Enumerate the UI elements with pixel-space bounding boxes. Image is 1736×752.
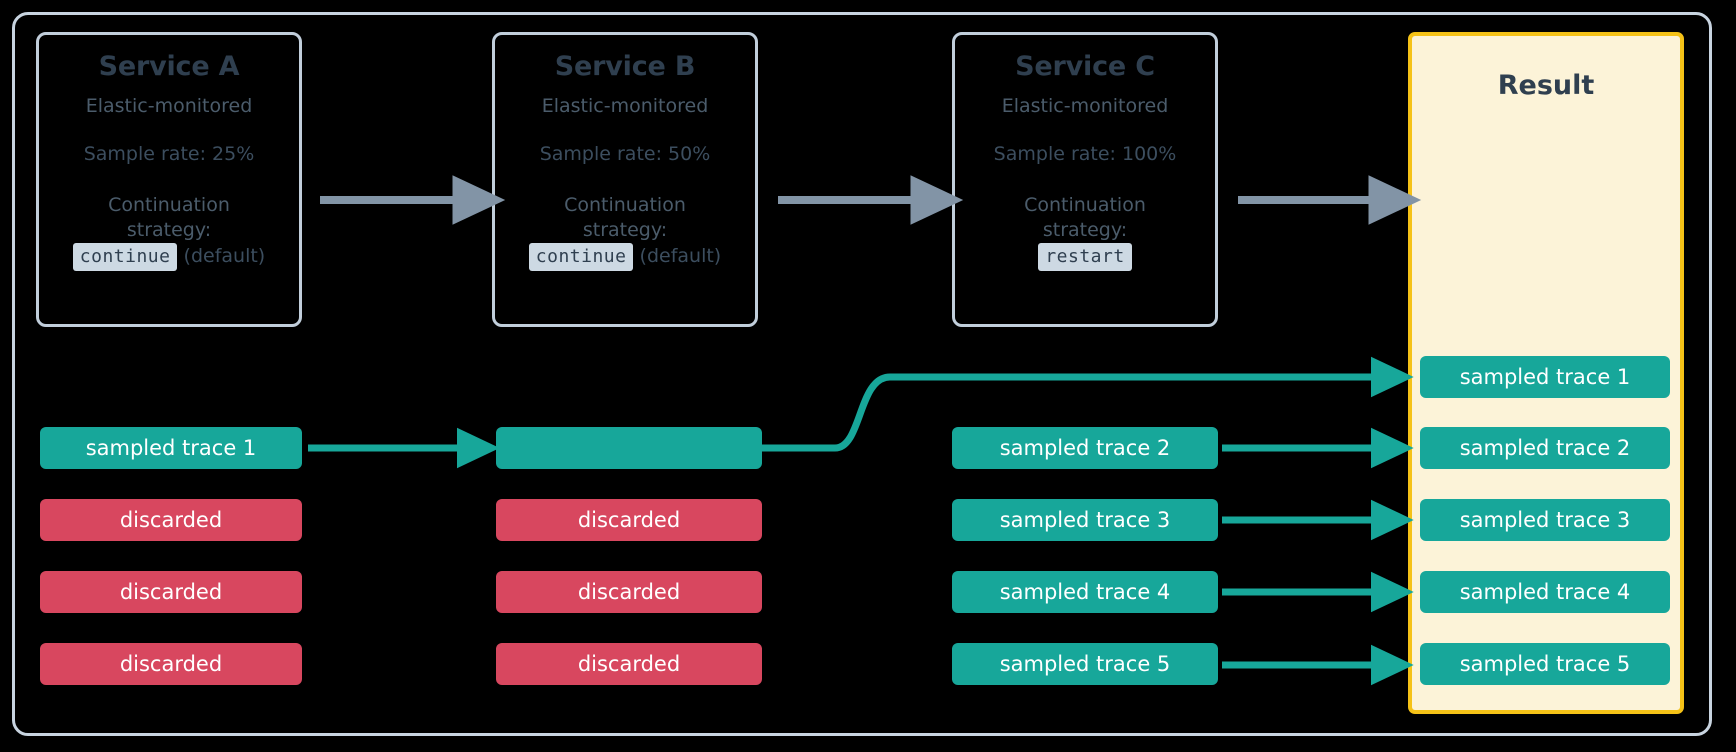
- trace-bar-a-1: sampled trace 1: [40, 427, 302, 469]
- trace-bar-result-4: sampled trace 4: [1420, 571, 1670, 613]
- outer-frame: [12, 12, 1712, 736]
- service-box-c: Service C Elastic-monitored Sample rate:…: [952, 32, 1218, 327]
- trace-bar-a-4: discarded: [40, 643, 302, 685]
- service-c-strategy-line: restart: [955, 243, 1215, 272]
- service-b-sample-rate: Sample rate: 50%: [539, 143, 711, 166]
- service-c-strategy-label-line1: Continuation: [1024, 193, 1146, 216]
- trace-bar-c-4: sampled trace 5: [952, 643, 1218, 685]
- service-box-a: Service A Elastic-monitored Sample rate:…: [36, 32, 302, 327]
- service-b-strategy-note: (default): [639, 245, 722, 268]
- trace-bar-result-2: sampled trace 2: [1420, 427, 1670, 469]
- service-a-strategy-label-line1: Continuation: [108, 193, 230, 216]
- trace-bar-b-4: discarded: [496, 643, 762, 685]
- service-b-subtitle: Elastic-monitored: [541, 95, 709, 118]
- service-b-strategy-badge: continue: [528, 243, 634, 272]
- service-b-strategy-label-line1: Continuation: [564, 193, 686, 216]
- trace-bar-a-2: discarded: [40, 499, 302, 541]
- trace-bar-result-1: sampled trace 1: [1420, 356, 1670, 398]
- service-a-strategy-note: (default): [183, 245, 266, 268]
- service-c-strategy-label-line2: strategy:: [1042, 219, 1128, 242]
- trace-bar-b-3: discarded: [496, 571, 762, 613]
- service-a-sample-rate: Sample rate: 25%: [83, 143, 255, 166]
- service-a-subtitle: Elastic-monitored: [85, 95, 253, 118]
- service-a-title: Service A: [98, 51, 240, 82]
- service-a-strategy-line: continue (default): [39, 243, 299, 272]
- service-a-strategy-label-line2: strategy:: [126, 219, 212, 242]
- service-c-title: Service C: [1015, 51, 1155, 82]
- trace-bar-b-2: discarded: [496, 499, 762, 541]
- trace-bar-a-3: discarded: [40, 571, 302, 613]
- result-panel-title: Result: [1497, 70, 1595, 101]
- service-box-b: Service B Elastic-monitored Sample rate:…: [492, 32, 758, 327]
- service-c-strategy-badge: restart: [1038, 243, 1132, 272]
- trace-bar-c-3: sampled trace 4: [952, 571, 1218, 613]
- trace-bar-b-1: [496, 427, 762, 469]
- trace-bar-result-3: sampled trace 3: [1420, 499, 1670, 541]
- service-b-strategy-line: continue (default): [495, 243, 755, 272]
- service-c-subtitle: Elastic-monitored: [1001, 95, 1169, 118]
- trace-bar-c-2: sampled trace 3: [952, 499, 1218, 541]
- service-c-sample-rate: Sample rate: 100%: [993, 143, 1177, 166]
- service-a-strategy-badge: continue: [72, 243, 178, 272]
- service-b-strategy-label-line2: strategy:: [582, 219, 668, 242]
- service-b-title: Service B: [554, 51, 696, 82]
- trace-bar-result-5: sampled trace 5: [1420, 643, 1670, 685]
- trace-bar-c-1: sampled trace 2: [952, 427, 1218, 469]
